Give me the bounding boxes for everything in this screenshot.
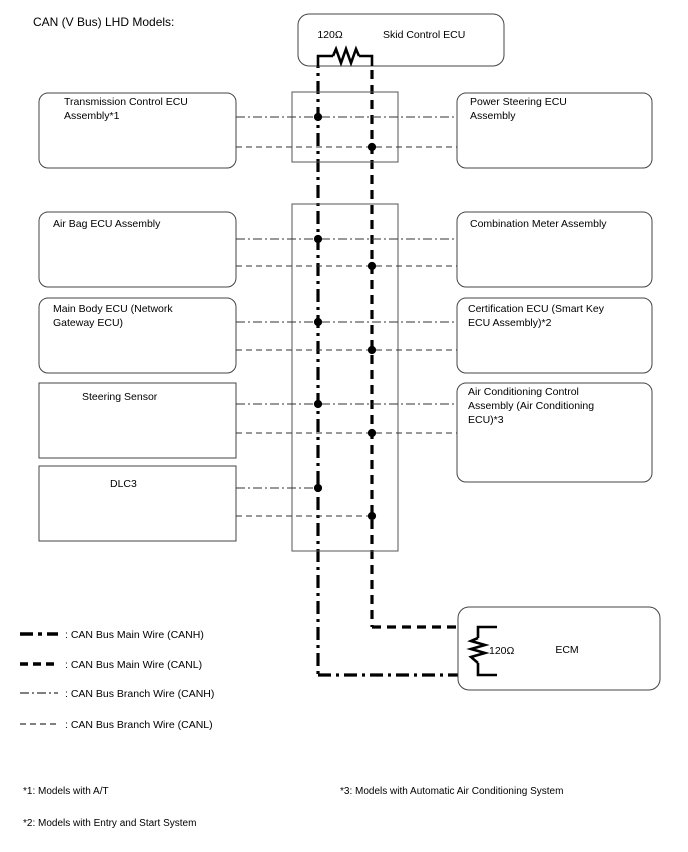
junction-dot-canh-row5 <box>313 483 323 493</box>
node-box-main-body-ecu <box>38 297 237 374</box>
legend-label-branch-canh: : CAN Bus Branch Wire (CANH) <box>65 688 214 700</box>
junction-dot-canh-row4 <box>313 399 323 409</box>
node-label-air-bag-ecu: Air Bag ECU Assembly <box>53 218 161 230</box>
legend-label-main-canh: : CAN Bus Main Wire (CANH) <box>65 629 204 641</box>
node-label-skid-control-ecu: Skid Control ECU <box>383 29 465 41</box>
skid-resistor-lead-left <box>316 54 333 66</box>
legend: : CAN Bus Main Wire (CANH) : CAN Bus Mai… <box>20 629 214 731</box>
junction-dot-canl-row2 <box>367 261 377 271</box>
resistor-label-skid-control: 120Ω <box>317 29 343 41</box>
legend-label-branch-canl: : CAN Bus Branch Wire (CANL) <box>65 719 213 731</box>
page-title: CAN (V Bus) LHD Models: <box>33 15 174 29</box>
footnote-2: *2: Models with Entry and Start System <box>23 818 196 829</box>
node-box-ecm <box>457 606 661 691</box>
node-label-certification-ecu-line1: Certification ECU (Smart Key <box>468 303 605 315</box>
node-box-skid-control-ecu <box>297 13 505 67</box>
ecm-resistor-lead-top <box>476 625 497 638</box>
resistor-label-ecm: 120Ω <box>489 645 515 657</box>
junction-connector-box-1 <box>291 91 399 163</box>
junction-dot-canl-row1 <box>367 142 377 152</box>
node-box-certification-ecu <box>456 297 653 374</box>
ecm-resistor-lead-bottom <box>476 663 497 677</box>
node-label-power-steering-ecu-line1: Power Steering ECU <box>470 96 567 108</box>
node-box-dlc3 <box>38 465 237 542</box>
footnote-3: *3: Models with Automatic Air Conditioni… <box>340 786 563 797</box>
skid-resistor-lead-right <box>359 54 374 66</box>
junction-dot-canl-row4 <box>367 428 377 438</box>
node-label-steering-sensor: Steering Sensor <box>82 391 158 403</box>
junction-dot-canl-row5 <box>367 511 377 521</box>
node-label-dlc3: DLC3 <box>110 478 137 490</box>
node-box-steering-sensor <box>38 382 237 459</box>
node-box-power-steering-ecu <box>456 92 653 169</box>
node-label-main-body-ecu-line1: Main Body ECU (Network <box>53 303 173 315</box>
node-label-transmission-control-ecu-line2: Assembly*1 <box>64 110 120 122</box>
node-label-power-steering-ecu-line2: Assembly <box>470 110 516 122</box>
footnote-1: *1: Models with A/T <box>23 786 109 797</box>
node-label-air-conditioning-ecu-line2: Assembly (Air Conditioning <box>468 400 594 412</box>
junction-dot-canl-row3 <box>367 345 377 355</box>
node-box-air-bag-ecu <box>38 211 237 288</box>
node-box-combination-meter <box>456 211 653 288</box>
node-label-air-conditioning-ecu-line3: ECU)*3 <box>468 414 504 426</box>
skid-resistor-zigzag <box>331 45 361 67</box>
junction-dot-canh-row2 <box>313 234 323 244</box>
node-label-air-conditioning-ecu-line1: Air Conditioning Control <box>468 386 579 398</box>
node-label-ecm: ECM <box>555 644 578 656</box>
node-label-main-body-ecu-line2: Gateway ECU) <box>53 317 123 329</box>
node-box-transmission-control-ecu <box>38 92 237 169</box>
legend-label-main-canl: : CAN Bus Main Wire (CANL) <box>65 659 202 671</box>
node-label-certification-ecu-line2: ECU Assembly)*2 <box>468 317 552 329</box>
junction-connector-box-2 <box>291 203 399 552</box>
junction-dot-canh-row3 <box>313 317 323 327</box>
node-label-transmission-control-ecu-line1: Transmission Control ECU <box>64 96 188 108</box>
ecm-resistor-zigzag <box>466 636 490 664</box>
node-label-combination-meter: Combination Meter Assembly <box>470 218 607 230</box>
junction-dot-canh-row1 <box>313 112 323 122</box>
